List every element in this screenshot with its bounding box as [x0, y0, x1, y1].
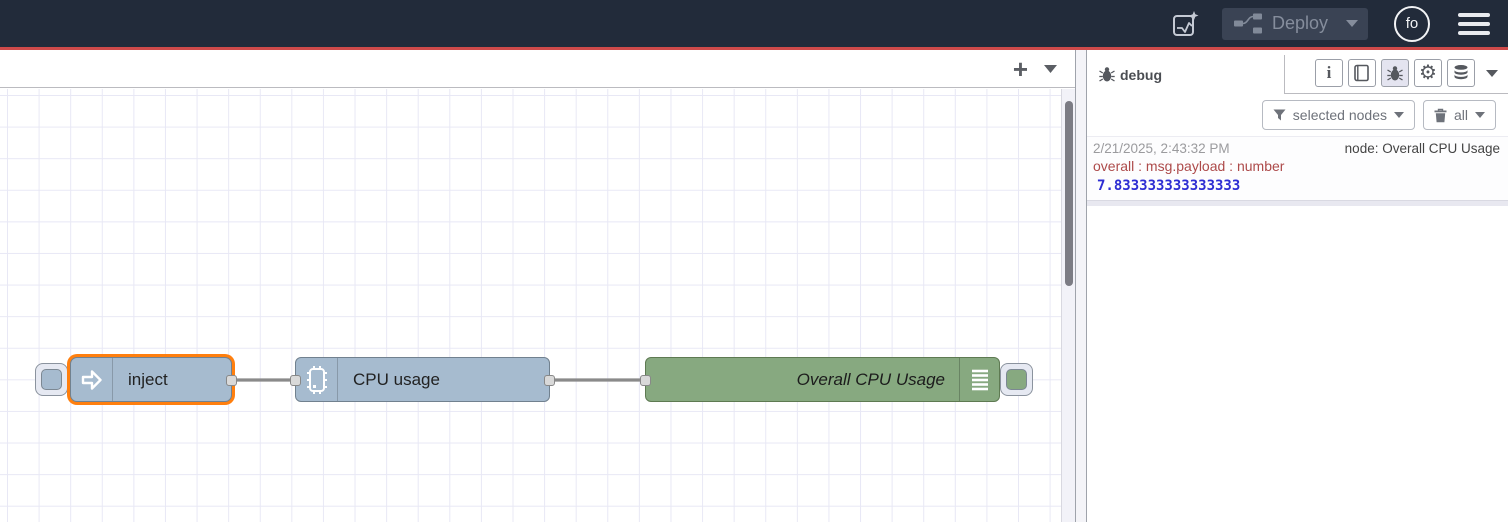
debug-message-list: 2/21/2025, 2:43:32 PM node: Overall CPU … [1087, 136, 1508, 522]
node-cpu-usage[interactable]: CPU usage [290, 357, 555, 402]
workspace-pane: + inject [0, 50, 1076, 522]
message-node-name: node: Overall CPU Usage [1344, 141, 1500, 156]
add-flow-button[interactable]: + [1012, 53, 1028, 84]
tab-debug-active[interactable]: debug [1087, 55, 1285, 94]
tab-config-nodes[interactable]: ⚙ [1414, 59, 1442, 87]
node-label: inject [128, 369, 168, 389]
header-accent-line [0, 47, 1508, 50]
sidebar-splitter[interactable] [1076, 50, 1086, 522]
output-port[interactable] [544, 375, 555, 386]
deploy-icon [1233, 13, 1262, 34]
node-inject[interactable]: inject [70, 357, 237, 402]
trash-icon [1434, 108, 1447, 123]
filter-button-label: selected nodes [1292, 107, 1387, 123]
bug-icon [1387, 65, 1403, 82]
message-value[interactable]: 7.833333333333333 [1097, 178, 1241, 194]
input-port[interactable] [290, 375, 301, 386]
clear-button-label: all [1453, 107, 1468, 123]
clear-messages-button[interactable]: all [1422, 100, 1496, 130]
filter-selected-nodes-button[interactable]: selected nodes [1261, 100, 1415, 130]
message-property[interactable]: overall : msg.payload : number [1093, 158, 1285, 174]
gear-icon: ⚙ [1419, 62, 1437, 84]
info-icon: i [1326, 63, 1332, 82]
workspace-tabbar: + [0, 50, 1075, 88]
deploy-button[interactable]: Deploy [1221, 7, 1368, 40]
tab-info[interactable]: i [1315, 59, 1343, 87]
database-icon [1452, 64, 1470, 82]
canvas-vertical-scrollbar[interactable] [1061, 89, 1075, 522]
debug-toggle-button[interactable] [1000, 363, 1033, 396]
main-header: Deploy fo [0, 0, 1508, 47]
debug-message[interactable]: 2/21/2025, 2:43:32 PM node: Overall CPU … [1087, 136, 1508, 201]
flow-canvas[interactable]: inject CP [0, 89, 1061, 522]
sidebar-tabs-caret-icon[interactable] [1486, 69, 1498, 77]
message-timestamp: 2/21/2025, 2:43:32 PM [1093, 141, 1230, 156]
sidebar-tabstrip: debug i [1087, 50, 1508, 94]
bug-icon [1099, 66, 1115, 83]
node-label: CPU usage [353, 369, 440, 389]
flow-wires [230, 378, 644, 382]
main-menu-hamburger-icon[interactable] [1454, 9, 1494, 39]
assistant-icon[interactable] [1170, 9, 1200, 39]
input-port[interactable] [640, 375, 651, 386]
chevron-down-icon [1475, 112, 1485, 118]
filter-icon [1273, 109, 1286, 121]
deploy-options-caret-icon[interactable] [1346, 20, 1358, 27]
message-divider [1087, 201, 1508, 206]
output-port[interactable] [226, 375, 237, 386]
tab-debug[interactable] [1381, 59, 1409, 87]
user-avatar-initials: fo [1405, 15, 1419, 32]
deploy-button-label: Deploy [1271, 13, 1328, 33]
node-label: Overall CPU Usage [796, 369, 945, 389]
debug-toolbar: selected nodes all [1087, 94, 1508, 136]
main-area: + inject [0, 50, 1508, 522]
user-avatar[interactable]: fo [1394, 5, 1430, 42]
inject-arrow-icon [71, 358, 113, 401]
tab-debug-label: debug [1120, 66, 1162, 83]
chevron-down-icon [1393, 112, 1404, 118]
flow-list-caret-icon[interactable] [1044, 64, 1057, 73]
sidebar-minitabs: i [1315, 59, 1498, 87]
tab-context-data[interactable] [1447, 59, 1475, 87]
scrollbar-thumb[interactable] [1065, 101, 1073, 286]
inject-trigger-button[interactable] [35, 363, 68, 396]
tab-help[interactable] [1348, 59, 1376, 87]
debug-output-icon [959, 358, 999, 401]
cpu-chip-icon [296, 358, 338, 401]
node-overall-cpu-usage[interactable]: Overall CPU Usage [640, 357, 1000, 402]
sidebar: debug i [1086, 50, 1508, 522]
book-icon [1353, 64, 1371, 82]
